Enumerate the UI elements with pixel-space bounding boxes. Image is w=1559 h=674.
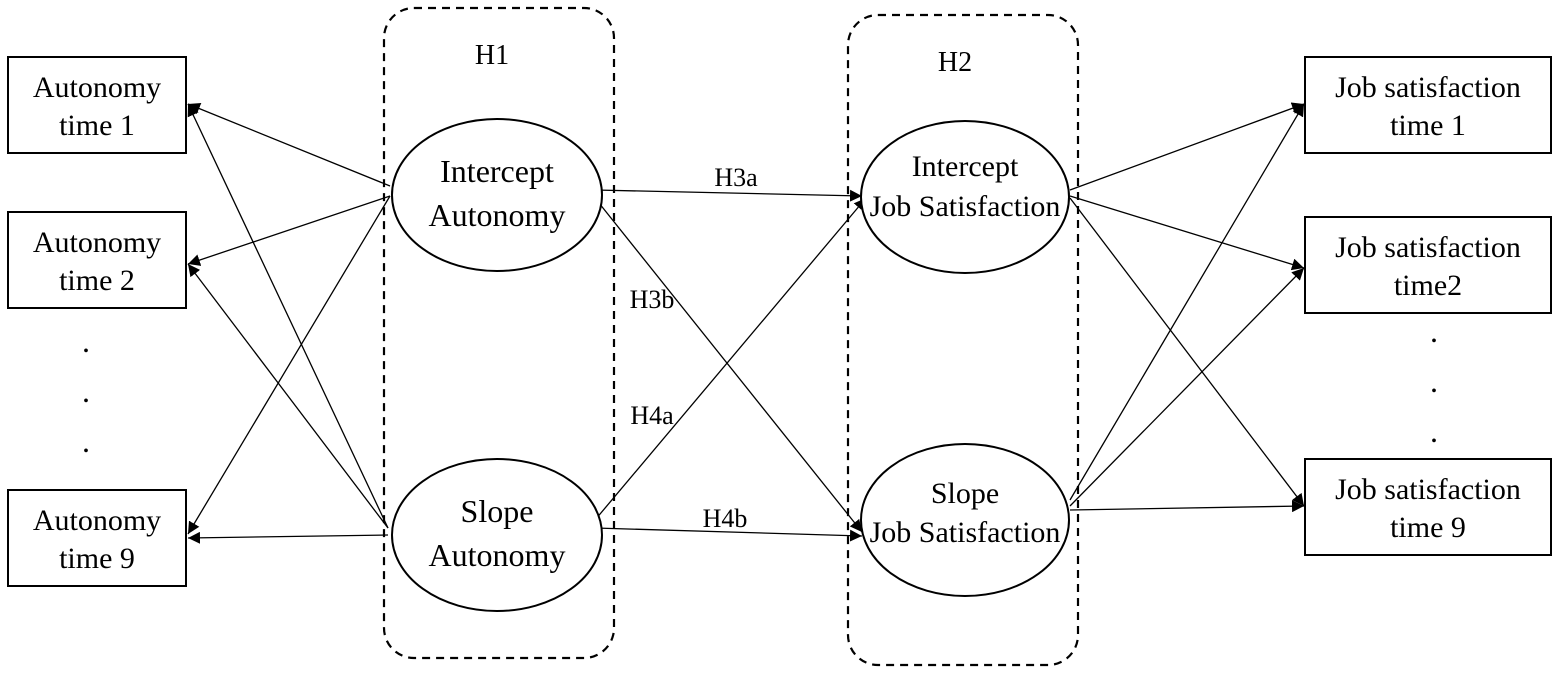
box-js-time2-line2: time2 bbox=[1394, 269, 1462, 302]
right-ellipsis-dot: . bbox=[1430, 313, 1438, 349]
edge-ia-to-aut2 bbox=[187, 195, 391, 266]
ellipse-slope-js-line1: Slope bbox=[931, 477, 999, 510]
box-js-time1-line2: time 1 bbox=[1390, 109, 1466, 142]
box-autonomy-time1-line1: Autonomy bbox=[33, 71, 161, 104]
right-ellipsis: . . . bbox=[1430, 313, 1438, 449]
edge-sa-to-aut9 bbox=[187, 531, 389, 544]
box-autonomy-time2-line2: time 2 bbox=[59, 264, 135, 297]
edge-h4b bbox=[594, 527, 863, 542]
ellipse-slope-autonomy-line1: Slope bbox=[461, 493, 534, 529]
box-autonomy-time1-line2: time 1 bbox=[59, 109, 135, 142]
ellipse-intercept-js-line2: Job Satisfaction bbox=[870, 190, 1061, 223]
structural-paths bbox=[594, 189, 867, 542]
box-job-satisfaction-time1: Job satisfaction time 1 bbox=[1304, 56, 1552, 154]
group-h1-container bbox=[382, 6, 616, 660]
ellipse-slope-autonomy-line2: Autonomy bbox=[429, 537, 566, 573]
ellipse-intercept-js-line1: Intercept bbox=[912, 150, 1019, 183]
right-loadings bbox=[1069, 102, 1305, 513]
box-autonomy-time1: Autonomy time 1 bbox=[7, 56, 187, 154]
label-h4a: H4a bbox=[630, 401, 674, 430]
edge-sjs-to-js1 bbox=[1069, 103, 1305, 501]
edge-ia-to-aut9 bbox=[187, 195, 391, 535]
edge-sa-to-aut2 bbox=[187, 263, 389, 529]
left-ellipsis-dot: . bbox=[82, 373, 90, 409]
label-h4b: H4b bbox=[703, 504, 748, 533]
left-ellipsis-dot: . bbox=[82, 423, 90, 459]
box-autonomy-time2: Autonomy time 2 bbox=[7, 211, 187, 309]
left-ellipsis: . . . bbox=[82, 323, 90, 459]
ellipse-slope-js-line2: Job Satisfaction bbox=[870, 516, 1061, 549]
ellipse-intercept-autonomy: Intercept Autonomy bbox=[391, 118, 603, 272]
edge-sa-to-aut1 bbox=[187, 103, 389, 529]
box-job-satisfaction-time2: Job satisfaction time2 bbox=[1304, 216, 1552, 314]
label-h3a: H3a bbox=[714, 163, 758, 192]
edge-h4a bbox=[594, 197, 867, 521]
box-js-time9-line2: time 9 bbox=[1390, 511, 1466, 544]
edge-ijs-to-js9 bbox=[1069, 197, 1305, 507]
edge-ia-to-aut1 bbox=[187, 102, 391, 187]
box-js-time2-line1: Job satisfaction bbox=[1335, 231, 1521, 264]
box-job-satisfaction-time9: Job satisfaction time 9 bbox=[1304, 458, 1552, 556]
edge-h3b bbox=[594, 197, 863, 533]
right-ellipsis-dot: . bbox=[1430, 363, 1438, 399]
box-autonomy-time9: Autonomy time 9 bbox=[7, 489, 187, 587]
box-autonomy-time2-line1: Autonomy bbox=[33, 226, 161, 259]
edge-sjs-to-js2 bbox=[1069, 267, 1305, 507]
label-h3b: H3b bbox=[630, 285, 675, 314]
left-ellipsis-dot: . bbox=[82, 323, 90, 359]
edge-ijs-to-js2 bbox=[1069, 195, 1305, 271]
box-js-time9-line1: Job satisfaction bbox=[1335, 473, 1521, 506]
group-h2-label: H2 bbox=[938, 47, 972, 78]
ellipse-slope-job-satisfaction: Slope Job Satisfaction bbox=[860, 443, 1070, 597]
left-loadings bbox=[187, 102, 391, 544]
edge-h3a bbox=[594, 189, 863, 202]
ellipse-intercept-job-satisfaction: Intercept Job Satisfaction bbox=[860, 120, 1070, 274]
edge-sjs-to-js9 bbox=[1069, 500, 1305, 513]
box-autonomy-time9-line1: Autonomy bbox=[33, 504, 161, 537]
edge-ijs-to-js1 bbox=[1069, 102, 1305, 191]
box-js-time1-line1: Job satisfaction bbox=[1335, 71, 1521, 104]
ellipse-intercept-autonomy-line2: Autonomy bbox=[429, 197, 566, 233]
ellipse-intercept-autonomy-line1: Intercept bbox=[440, 153, 554, 189]
box-autonomy-time9-line2: time 9 bbox=[59, 542, 135, 575]
group-h2-container bbox=[846, 13, 1080, 667]
right-ellipsis-dot: . bbox=[1430, 413, 1438, 449]
group-h1-label: H1 bbox=[475, 40, 509, 71]
ellipse-slope-autonomy: Slope Autonomy bbox=[391, 458, 603, 612]
